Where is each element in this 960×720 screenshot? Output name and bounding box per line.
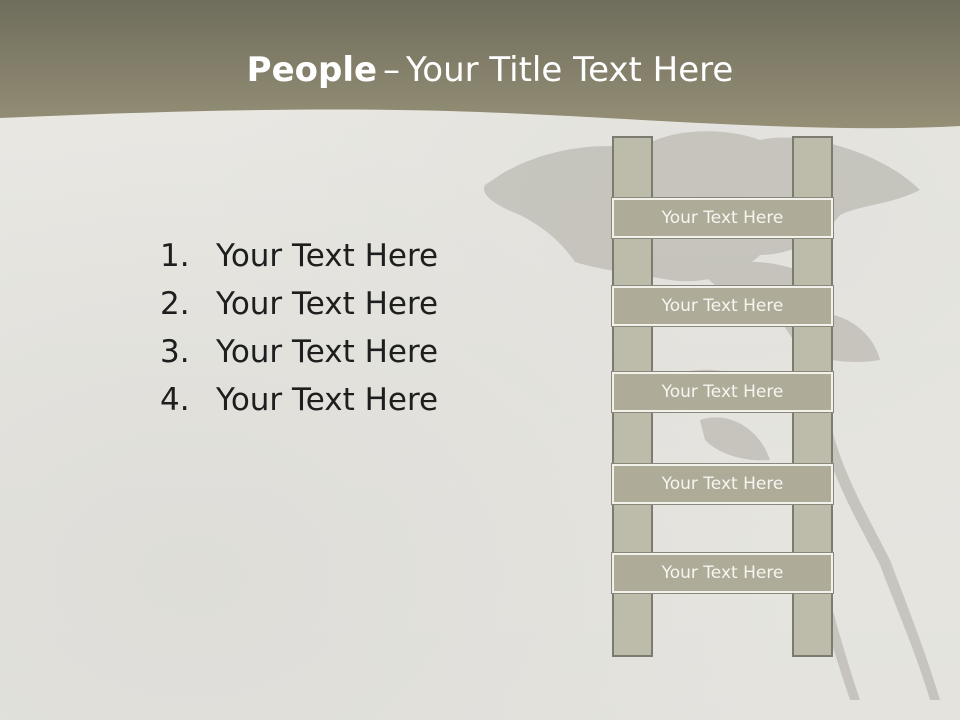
ladder-rung: Your Text Here: [611, 463, 834, 505]
header-band: [0, 0, 960, 129]
list-item-text: Your Text Here: [216, 238, 439, 274]
list-item: 2. Your Text Here: [160, 280, 438, 328]
slide-title: People–Your Title Text Here: [0, 50, 960, 90]
list-item-text: Your Text Here: [216, 334, 439, 370]
numbered-list: 1. Your Text Here 2. Your Text Here 3. Y…: [160, 232, 438, 424]
list-item: 1. Your Text Here: [160, 232, 438, 280]
title-dash: –: [383, 50, 401, 90]
ladder-rung: Your Text Here: [611, 285, 834, 327]
list-item: 3. Your Text Here: [160, 328, 438, 376]
list-item-number: 2.: [160, 286, 190, 322]
ladder-rung: Your Text Here: [611, 197, 834, 239]
title-bold: People: [246, 50, 378, 90]
list-item-number: 4.: [160, 382, 190, 418]
list-item: 4. Your Text Here: [160, 376, 438, 424]
title-text: Your Title Text Here: [406, 50, 734, 90]
list-item-number: 3.: [160, 334, 190, 370]
ladder-rung: Your Text Here: [611, 552, 834, 594]
ladder-rung: Your Text Here: [611, 371, 834, 413]
list-item-text: Your Text Here: [216, 382, 439, 418]
list-item-number: 1.: [160, 238, 190, 274]
list-item-text: Your Text Here: [216, 286, 439, 322]
